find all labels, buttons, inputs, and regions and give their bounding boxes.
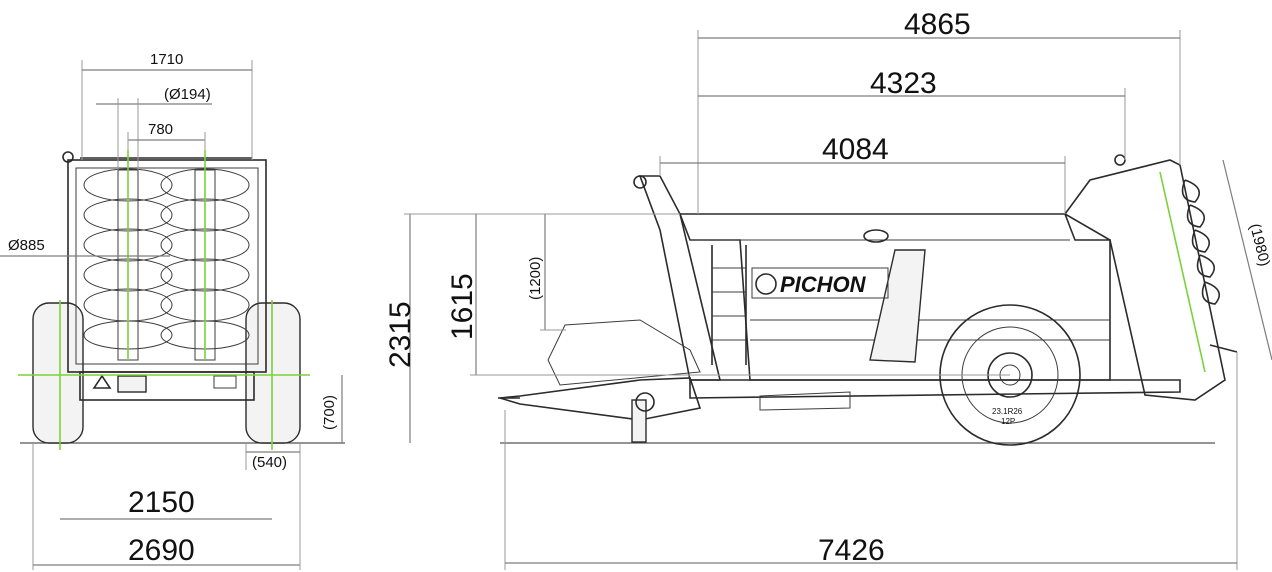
- dim-2315: 2315: [384, 301, 417, 368]
- dim-axle-height: (700): [321, 395, 338, 430]
- suspension: [759, 391, 851, 411]
- logo-emblem-icon: [755, 273, 777, 295]
- rear-beater-housing: [1063, 159, 1226, 401]
- dim-2690: 2690: [128, 534, 195, 567]
- pichon-logo: PICHON: [751, 267, 889, 299]
- jack-pivot: [635, 392, 655, 412]
- dim-4323: 4323: [870, 67, 937, 100]
- beater-spirals: [83, 168, 250, 361]
- drawbar: [499, 377, 702, 421]
- dim-beater-small-diameter: (Ø194): [164, 86, 211, 103]
- rear-body-inner: [75, 167, 259, 365]
- rear-light: [213, 375, 237, 389]
- top-light: [863, 229, 889, 243]
- tyre-label-size: 23.1R26: [992, 407, 1023, 416]
- linkage-frame: [547, 319, 701, 386]
- access-ladder: [711, 245, 747, 365]
- beater-blades: [1181, 179, 1221, 305]
- warning-triangle-icon: [92, 374, 112, 389]
- tyre-label-ply: 12P: [1001, 417, 1015, 426]
- rear-view-dimensions: [0, 60, 343, 570]
- side-view-dimensions: [404, 30, 1272, 570]
- dim-1615: 1615: [446, 273, 479, 340]
- front-pivot: [633, 175, 647, 189]
- dim-beater-diameter: Ø885: [8, 237, 45, 254]
- dim-780: 780: [148, 121, 173, 138]
- side-view: PICHON 23.1R26 12P: [498, 154, 1238, 446]
- rear-beater-axis: [1159, 171, 1206, 373]
- jack-stand: [631, 399, 647, 443]
- rear-body-frame: [67, 159, 267, 373]
- dim-7426: 7426: [818, 534, 885, 567]
- rear-beacon-icon: [62, 151, 74, 163]
- side-beacon-icon: [1114, 154, 1126, 166]
- dim-side-height: (1200): [527, 257, 544, 300]
- front-headboard: [638, 175, 722, 381]
- chassis-beam: [689, 379, 1181, 399]
- dim-wheel-width: (540): [252, 454, 287, 471]
- dim-4865: 4865: [904, 8, 971, 41]
- rear-chassis: [79, 371, 255, 401]
- fender-support: [869, 249, 926, 363]
- rear-view: [18, 150, 310, 450]
- left-wheel: [32, 302, 84, 444]
- rear-deflector: [1209, 344, 1238, 353]
- dim-1710: 1710: [150, 51, 183, 68]
- dim-beater-height: (1980): [1246, 222, 1272, 268]
- dim-4084: 4084: [822, 133, 889, 166]
- dim-2150: 2150: [128, 486, 195, 519]
- logo-text: PICHON: [780, 272, 867, 297]
- license-plate: [117, 375, 147, 393]
- right-wheel: [245, 302, 301, 444]
